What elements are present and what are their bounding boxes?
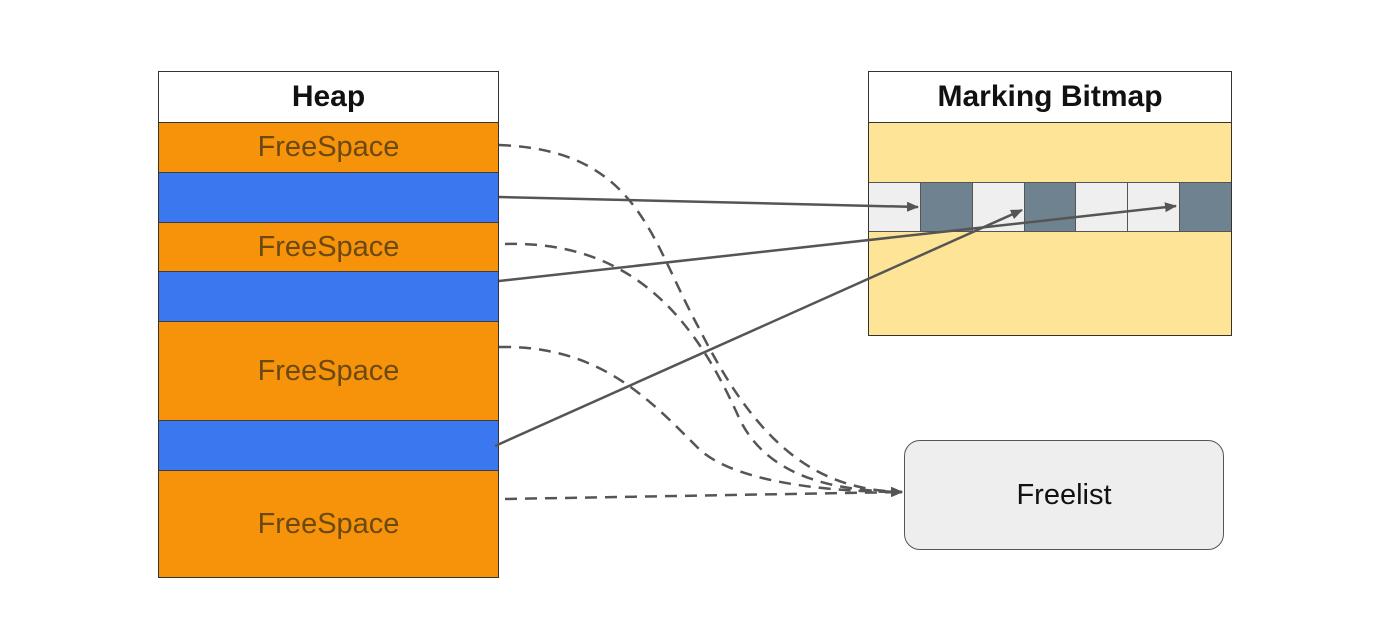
bitmap-bit: [869, 183, 921, 231]
heap-segment-used: [159, 173, 498, 223]
bitmap-bit: [1180, 183, 1232, 231]
bitmap-bit: [972, 183, 1025, 231]
bitmap-bit: [920, 183, 973, 231]
mark-arrow: [498, 195, 919, 212]
heap-segment-used: [159, 421, 498, 471]
freelist-arrow: [504, 242, 903, 497]
bitmap-bit-row: [869, 182, 1232, 232]
freelist-box: Freelist: [904, 440, 1224, 550]
freelist-arrow: [498, 345, 903, 497]
heap-segment-free: FreeSpace: [159, 322, 498, 421]
heap-segment-used: [159, 272, 498, 322]
freelist-arrow: [498, 143, 903, 497]
bitmap-title: Marking Bitmap: [869, 72, 1231, 123]
freelist-arrow: [504, 487, 903, 501]
heap-segment-free: FreeSpace: [159, 123, 498, 173]
bitmap-bit: [1076, 183, 1129, 231]
heap-block: Heap FreeSpace FreeSpace FreeSpace FreeS…: [158, 71, 499, 578]
heap-segment-free: FreeSpace: [159, 223, 498, 272]
heap-segment-free: FreeSpace: [159, 471, 498, 577]
marking-bitmap: Marking Bitmap: [868, 71, 1232, 336]
bitmap-bit: [1128, 183, 1181, 231]
bitmap-bit: [1024, 183, 1077, 231]
heap-title: Heap: [159, 72, 498, 123]
